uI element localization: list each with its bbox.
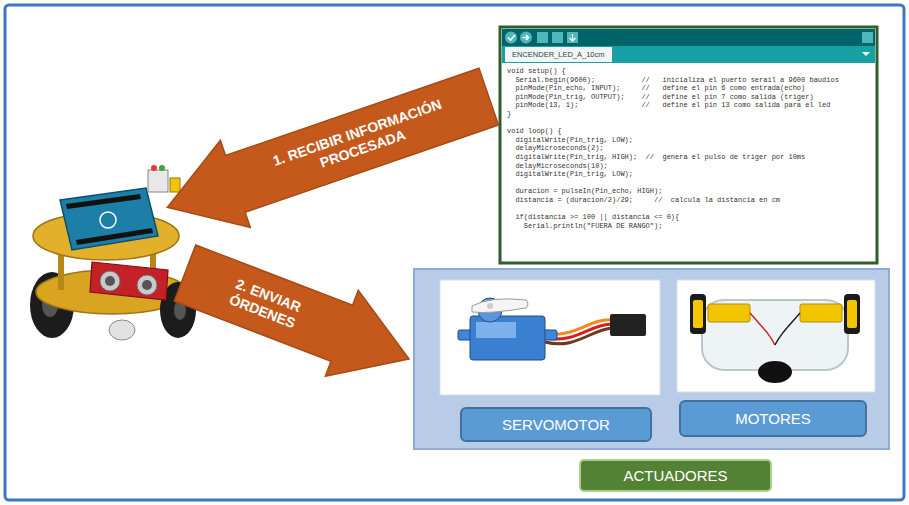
code-line: } <box>507 110 511 119</box>
wire <box>775 313 800 345</box>
wheel-hub <box>693 300 703 328</box>
arrow-body <box>168 230 425 402</box>
block-arrow: 1. RECIBIR INFORMACIÓN PROCESADA <box>152 53 503 251</box>
image-card <box>440 280 660 395</box>
code-line: delayMicroseconds(2); <box>507 144 604 153</box>
arrow-body <box>152 53 503 251</box>
window-border <box>500 27 877 263</box>
tire <box>690 294 706 334</box>
code-line: delayMicroseconds(10); <box>507 162 608 171</box>
led <box>151 165 157 171</box>
code-line: Serial.begin(9600); // inicializa el pue… <box>507 76 839 85</box>
code-line: distancia = (duracion/2)/29; // calcula … <box>507 196 780 205</box>
sensor-eye <box>100 271 120 291</box>
sensor-eye-center <box>105 276 115 286</box>
monitor-icon <box>862 32 873 43</box>
component <box>170 178 180 192</box>
module <box>148 170 168 192</box>
new-icon <box>537 32 548 43</box>
tire <box>844 294 860 334</box>
code-area <box>502 63 875 261</box>
wire <box>750 313 775 345</box>
code-line: pinMode(13, 1); // define el pin 13 como… <box>507 101 830 110</box>
open-icon <box>552 32 563 43</box>
servo-sticker <box>476 322 516 338</box>
arrow-label: 2. ENVIAR ÓRDENES <box>198 265 332 343</box>
outer-frame <box>5 5 904 500</box>
panel-fill <box>413 268 890 450</box>
header-pins <box>76 228 153 245</box>
sensor-eye-center <box>142 280 152 290</box>
check-mark <box>508 35 515 40</box>
actuator-panel: ACTUADORESSERVOMOTORMOTORES <box>413 268 890 450</box>
label-button: MOTORES <box>679 400 867 437</box>
connector <box>610 314 646 336</box>
horn-screw <box>487 303 493 309</box>
code-line: digitalWrite(Pin_trig, HIGH); // genera … <box>507 153 805 162</box>
block-arrow: 2. ENVIAR ÓRDENES <box>168 230 425 402</box>
code-window: ENCENDER_LED_A_10cmvoid setup() { Serial… <box>500 27 877 263</box>
caster <box>758 361 792 383</box>
sensor-eye <box>137 275 157 295</box>
ultrasonic-sensor <box>90 262 168 300</box>
code-line: pinMode(Pin_trig, OUTPUT); // define el … <box>507 93 814 102</box>
code-line: void loop() { <box>507 127 562 136</box>
header-pins <box>66 194 141 209</box>
arrow-text-area: 2. ENVIAR ÓRDENES <box>178 246 353 361</box>
code-line: digitalWrite(Pin_trig, LOW); <box>507 136 633 145</box>
servo-body <box>470 316 545 360</box>
arrow-label: 1. RECIBIR INFORMACIÓN PROCESADA <box>241 86 479 196</box>
gear-motor <box>800 304 842 322</box>
led <box>159 165 165 171</box>
panel-heading: ACTUADORES <box>623 467 727 484</box>
code-line: duracion = pulseIn(Pin_echo, HIGH); <box>507 187 662 196</box>
save-arrow <box>570 34 576 41</box>
code-line: digitalWrite(Pin_trig, LOW); <box>507 170 633 179</box>
servo-illustration <box>458 298 646 360</box>
code-line: pinMode(Pin_echo, INPUT); // define el p… <box>507 84 805 93</box>
tab-menu-icon <box>862 52 870 56</box>
acrylic-plate <box>702 300 848 370</box>
motors-illustration <box>690 294 860 383</box>
tab-label: ENCENDER_LED_A_10cm <box>505 47 612 62</box>
tab-bar <box>502 46 875 63</box>
wheel-hub <box>847 300 857 328</box>
gear-motor <box>708 304 750 322</box>
save-icon <box>567 32 578 43</box>
upload-arrow <box>523 35 529 40</box>
board-logo <box>100 212 116 228</box>
code-window <box>500 27 877 263</box>
label-button: SERVOMOTOR <box>460 407 652 442</box>
button-label: SERVOMOTOR <box>502 416 610 433</box>
arduino-board <box>60 188 158 250</box>
servo-horn <box>472 299 528 313</box>
verify-icon <box>505 32 517 44</box>
code-line: if(distancia >= 100 || distancia <= 0){ <box>507 213 679 222</box>
button-label: MOTORES <box>735 410 811 427</box>
caster <box>109 320 135 340</box>
upload-icon <box>520 32 532 44</box>
image-card <box>677 280 875 392</box>
code-line: Serial.println("FUERA DE RANGO"); <box>507 222 662 231</box>
panel-heading-box: ACTUADORES <box>579 459 772 492</box>
robot-illustration <box>30 165 196 340</box>
code-line: void setup() { <box>507 67 566 76</box>
toolbar <box>502 29 875 46</box>
